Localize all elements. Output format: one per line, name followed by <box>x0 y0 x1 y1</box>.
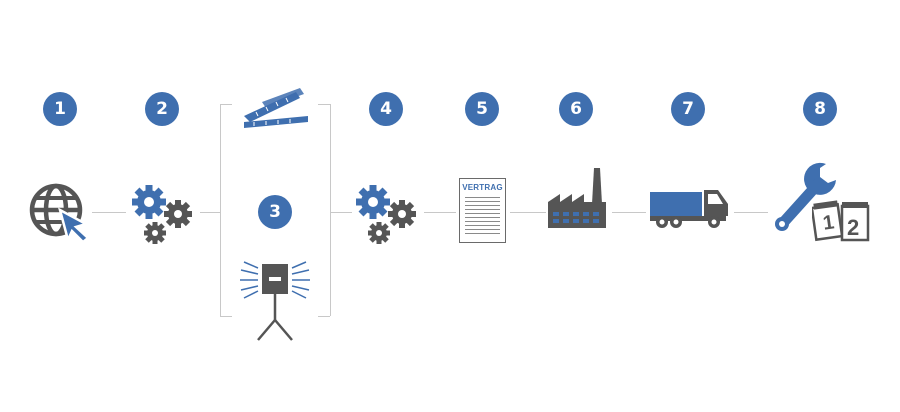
bracket-left-top <box>220 104 232 105</box>
calendar-day-2: 2 <box>847 215 860 240</box>
contract-title: VERTRAG <box>462 183 503 192</box>
step-badge-7: 7 <box>671 92 705 126</box>
connector <box>200 212 220 213</box>
contract-document-icon: VERTRAG <box>459 178 506 243</box>
globe-cursor-icon <box>29 183 90 244</box>
connector <box>330 212 352 213</box>
step-badge-2: 2 <box>145 92 179 126</box>
bracket-right <box>330 104 331 316</box>
bracket-right-top <box>318 104 330 105</box>
connector <box>510 212 546 213</box>
connector <box>734 212 768 213</box>
step-badge-8: 8 <box>803 92 837 126</box>
step-badge-5: 5 <box>465 92 499 126</box>
truck-icon <box>650 190 728 228</box>
connector <box>612 212 646 213</box>
bracket-left <box>220 104 221 316</box>
bracket-left-bottom <box>220 316 232 317</box>
step-badge-6: 6 <box>559 92 593 126</box>
scanner-tripod-icon <box>240 261 310 341</box>
connector <box>424 212 456 213</box>
folding-ruler-icon <box>244 88 308 128</box>
calendar-icon <box>812 200 870 242</box>
step-badge-4: 4 <box>369 92 403 126</box>
wrench-icon <box>775 162 836 231</box>
step-badge-1: 1 <box>43 92 77 126</box>
step-badge-3: 3 <box>258 195 292 229</box>
gears-icon <box>356 185 416 244</box>
factory-icon <box>548 168 606 228</box>
connector <box>92 212 126 213</box>
bracket-right-bottom <box>318 316 330 317</box>
gears-icon <box>132 185 192 244</box>
